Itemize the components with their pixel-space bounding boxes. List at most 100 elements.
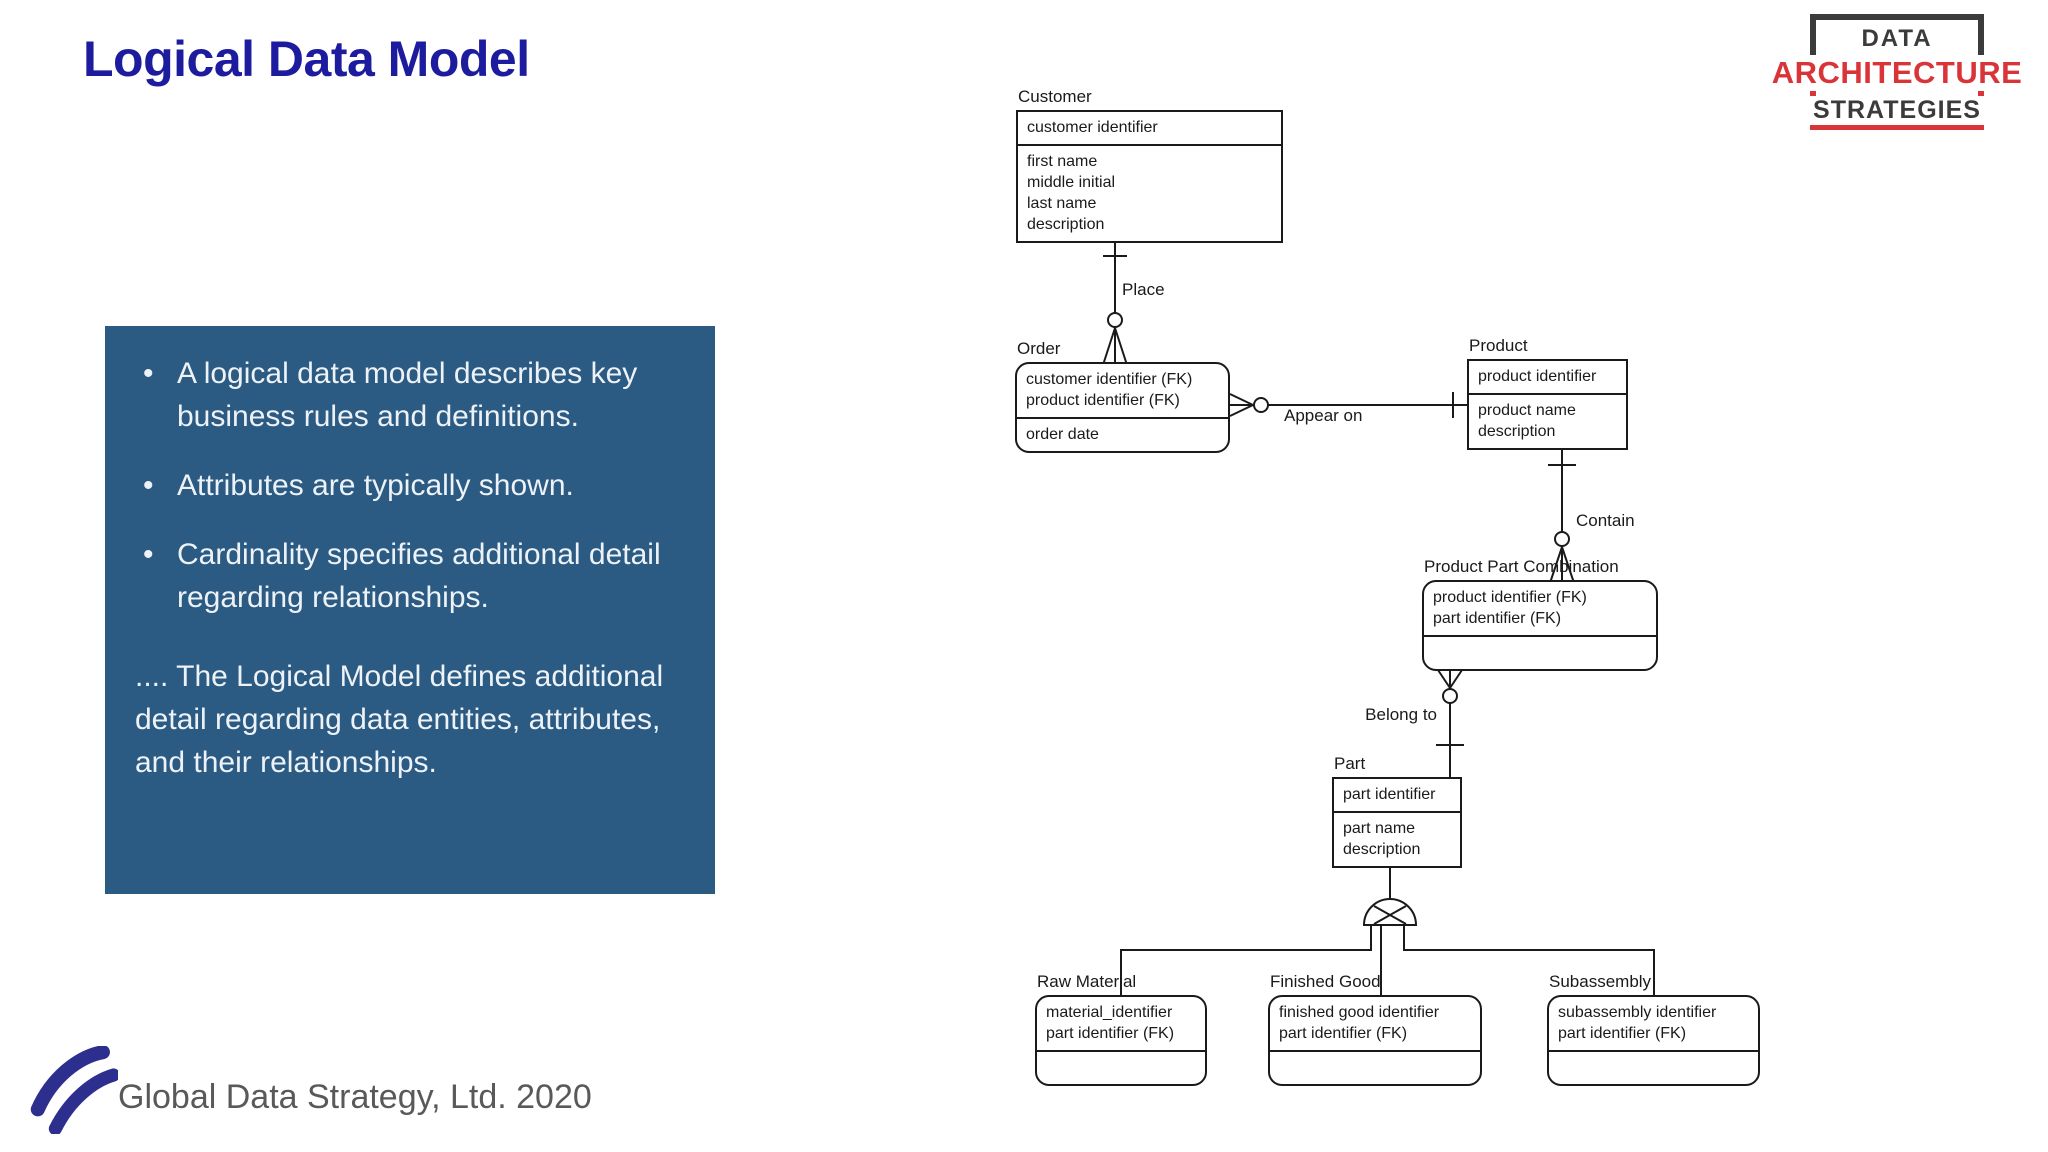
entity-box: customer identifier (FK) product identif…	[1015, 362, 1230, 453]
entity-box: customer identifier first name middle in…	[1016, 110, 1283, 243]
entity-key: product identifier	[1478, 368, 1597, 385]
logo-text-strategies: STRATEGIES	[1806, 96, 1988, 125]
entity-box: part identifier part name description	[1332, 777, 1462, 868]
zero-circle	[1253, 397, 1269, 413]
entity-key: part identifier	[1343, 786, 1436, 803]
entity-title: Product Part Combination	[1424, 557, 1619, 576]
subtype-exclusive-x-icon	[1373, 905, 1407, 925]
entity-order: Order customer identifier (FK) product i…	[1015, 339, 1230, 453]
entity-attribute: description	[1027, 216, 1105, 233]
callout-bullet: A logical data model describes key busin…	[135, 352, 685, 438]
entity-attribute-section: part name description	[1334, 813, 1460, 866]
entity-attribute: middle initial	[1027, 174, 1116, 191]
entity-customer: Customer customer identifier first name …	[1016, 87, 1283, 243]
logo-frame-top	[1810, 14, 1984, 76]
entity-attribute: description	[1343, 841, 1421, 858]
entity-attribute: part name	[1343, 820, 1416, 837]
zero-circle	[1107, 312, 1123, 328]
entity-attribute-section	[1424, 637, 1656, 669]
relationship-label-appear-on: Appear on	[1284, 406, 1362, 425]
entity-key: subassembly identifier	[1558, 1004, 1717, 1021]
zero-circle	[1442, 688, 1458, 704]
global-data-strategy-swoosh-icon	[30, 1046, 118, 1134]
entity-box: material_identifier part identifier (FK)	[1035, 995, 1207, 1086]
entity-box: product identifier product name descript…	[1467, 359, 1628, 450]
entity-key: finished good identifier	[1279, 1004, 1440, 1021]
entity-part: Part part identifier part name descripti…	[1332, 754, 1462, 868]
crow-foot	[1229, 393, 1254, 417]
crow-foot	[1437, 669, 1463, 689]
entity-key-section: subassembly identifier part identifier (…	[1549, 997, 1758, 1052]
entity-box: subassembly identifier part identifier (…	[1547, 995, 1760, 1086]
entity-key: part identifier (FK)	[1558, 1025, 1687, 1042]
callout-bullet: Attributes are typically shown.	[135, 464, 685, 507]
entity-box: finished good identifier part identifier…	[1268, 995, 1482, 1086]
entity-key: part identifier (FK)	[1046, 1025, 1175, 1042]
subtype-branch-raw-material	[1120, 925, 1372, 998]
entity-attribute-section	[1549, 1052, 1758, 1084]
entity-attribute: product name	[1478, 402, 1576, 419]
entity-key-section: material_identifier part identifier (FK)	[1037, 997, 1205, 1052]
entity-attribute-section: product name description	[1469, 395, 1626, 448]
relationship-label-belong-to: Belong to	[1365, 705, 1437, 724]
entity-key: product identifier (FK)	[1026, 392, 1180, 409]
callout-bullet-list: A logical data model describes key busin…	[135, 352, 685, 619]
bullet-text: Cardinality specifies additional detail …	[177, 538, 661, 614]
crow-foot	[1102, 327, 1128, 366]
entity-title: Raw Material	[1037, 972, 1137, 991]
page-title: Logical Data Model	[83, 31, 530, 87]
entity-subassembly: Subassembly subassembly identifier part …	[1547, 972, 1760, 1086]
entity-attribute: first name	[1027, 153, 1098, 170]
relationship-appear-on: Appear on	[1229, 392, 1467, 425]
entity-attribute-section	[1037, 1052, 1205, 1084]
entity-key: part identifier (FK)	[1433, 610, 1562, 627]
crow-foot	[1549, 546, 1575, 584]
logo-text-data: DATA	[1852, 25, 1942, 53]
bullet-marker	[135, 352, 177, 438]
subtype-relationship	[1120, 868, 1655, 998]
entity-box: product identifier (FK) part identifier …	[1422, 580, 1658, 671]
entity-attribute: description	[1478, 423, 1556, 440]
entity-key-section: product identifier	[1469, 361, 1626, 395]
er-diagram-connectors: Place Appear on Contain Belong to	[1102, 242, 1655, 998]
entity-title: Subassembly	[1549, 972, 1652, 991]
entity-attribute: order date	[1026, 426, 1099, 443]
entity-title: Order	[1017, 339, 1061, 358]
relationship-contain: Contain	[1548, 448, 1635, 584]
subtype-branch-subassembly	[1403, 925, 1655, 998]
relationship-label-place: Place	[1122, 280, 1165, 299]
entity-key-section: product identifier (FK) part identifier …	[1424, 582, 1656, 637]
entity-product: Product product identifier product name …	[1467, 336, 1628, 450]
entity-product-part-combination: Product Part Combination product identif…	[1422, 557, 1658, 671]
callout-box: A logical data model describes key busin…	[105, 326, 715, 894]
entity-key: material_identifier	[1046, 1004, 1173, 1021]
entity-attribute-section: first name middle initial last name desc…	[1018, 146, 1281, 241]
entity-key: part identifier (FK)	[1279, 1025, 1408, 1042]
subtype-discriminator-icon	[1362, 898, 1418, 926]
data-architecture-strategies-logo: DATA ARCHITECTURE STRATEGIES	[1768, 14, 2026, 130]
logo-text-architecture: ARCHITECTURE	[1768, 55, 2026, 91]
bullet-marker	[135, 464, 177, 507]
entity-key-section: finished good identifier part identifier…	[1270, 997, 1480, 1052]
entity-key: customer identifier	[1027, 119, 1158, 136]
bullet-text: Attributes are typically shown.	[177, 469, 574, 502]
relationship-place: Place	[1102, 242, 1165, 366]
entity-title: Part	[1334, 754, 1366, 773]
entity-finished-good: Finished Good finished good identifier p…	[1268, 972, 1482, 1086]
entity-title: Product	[1469, 336, 1528, 355]
entity-title: Finished Good	[1270, 972, 1381, 991]
entity-key-section: customer identifier (FK) product identif…	[1017, 364, 1228, 419]
entity-attribute-section	[1270, 1052, 1480, 1084]
callout-paragraph: .... The Logical Model defines additiona…	[135, 660, 664, 779]
entity-title: Customer	[1018, 87, 1092, 106]
zero-circle	[1554, 531, 1570, 547]
entity-attribute-section: order date	[1017, 419, 1228, 451]
entity-raw-material: Raw Material material_identifier part id…	[1035, 972, 1207, 1086]
entity-key: customer identifier (FK)	[1026, 371, 1193, 388]
relationship-belong-to: Belong to	[1365, 669, 1464, 780]
relationship-label-contain: Contain	[1576, 511, 1635, 530]
entity-attribute: last name	[1027, 195, 1097, 212]
entity-key-section: part identifier	[1334, 779, 1460, 813]
footer-copyright: Global Data Strategy, Ltd. 2020	[118, 1078, 592, 1116]
